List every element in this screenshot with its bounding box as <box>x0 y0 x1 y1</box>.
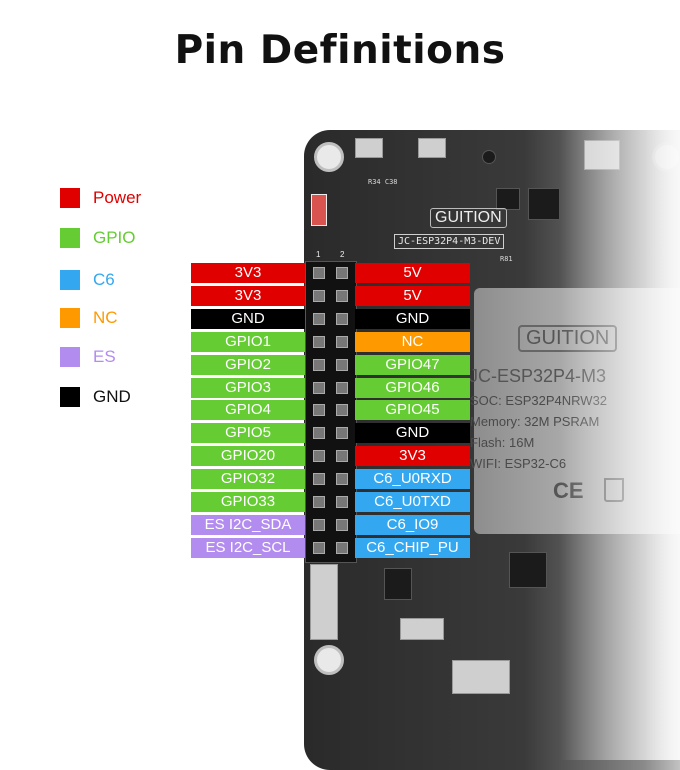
left-pin-label-8: GPIO5 <box>191 423 305 444</box>
right-pin-label-2: 5V <box>355 285 470 306</box>
header-pin <box>313 496 325 508</box>
legend-swatch <box>60 347 80 367</box>
header-pin <box>336 518 348 531</box>
left-pin-label-4: GPIO1 <box>191 331 305 352</box>
legend-label: NC <box>93 308 118 327</box>
right-pin-label-13: C6_CHIP_PU <box>355 537 470 558</box>
header-pin <box>313 541 325 554</box>
header-pin <box>336 335 348 348</box>
header-pin <box>336 450 348 463</box>
right-pin-label-11: C6_U0TXD <box>355 492 470 512</box>
left-pin-label-13: ES I2C_SCL <box>191 537 305 558</box>
header-pin <box>313 335 325 348</box>
pin-number-2: 2 <box>340 250 345 259</box>
legend-item-gpio: GPIO <box>60 228 220 248</box>
mounting-hole <box>314 645 344 675</box>
header-pin <box>336 404 348 417</box>
legend-swatch <box>60 228 80 248</box>
header-pin <box>313 518 325 531</box>
right-pin-label-7: GPIO45 <box>355 400 470 421</box>
silkscreen-text: R81 <box>500 255 513 263</box>
legend-item-nc: NC <box>60 308 220 328</box>
legend-item-power: Power <box>60 188 220 208</box>
legend-label: GND <box>93 387 131 406</box>
chip-component <box>496 188 520 210</box>
capacitor-c3 <box>311 194 327 226</box>
legend-label: GPIO <box>93 228 136 247</box>
header-pin <box>313 289 325 302</box>
right-pin-label-4: NC <box>355 331 470 352</box>
right-pin-label-3: GND <box>355 308 470 329</box>
right-pin-label-1: 5V <box>355 263 470 283</box>
left-pin-label-10: GPIO32 <box>191 469 305 490</box>
connector-component <box>310 564 338 640</box>
right-pin-label-9: 3V3 <box>355 446 470 467</box>
left-pin-label-2: 3V3 <box>191 285 305 306</box>
legend-swatch <box>60 308 80 328</box>
right-pin-label-12: C6_IO9 <box>355 514 470 535</box>
right-pin-label-6: GPIO46 <box>355 377 470 398</box>
module-flash: Flash: 16M <box>470 435 535 450</box>
mic-component <box>482 150 496 164</box>
legend-label: ES <box>93 347 116 366</box>
module-wifi: WIFI: ESP32-C6 <box>470 456 567 471</box>
connector-component <box>452 660 510 694</box>
left-pin-label-1: 3V3 <box>191 263 305 283</box>
right-pin-label-5: GPIO47 <box>355 354 470 375</box>
legend-item-c6: C6 <box>60 270 220 290</box>
left-pin-label-6: GPIO3 <box>191 377 305 398</box>
pin-number-1: 1 <box>316 250 321 259</box>
legend-label: Power <box>93 188 142 207</box>
header-pin <box>336 427 348 440</box>
chip-component <box>528 188 560 220</box>
header-pin <box>313 473 325 486</box>
header-pin <box>336 289 348 302</box>
right-pin-label-10: C6_U0RXD <box>355 469 470 490</box>
board-name-label: JC-ESP32P4-M3-DEV <box>394 234 505 249</box>
header-pin <box>336 496 348 508</box>
header-pin <box>313 450 325 463</box>
chip-component <box>384 568 412 600</box>
board-logo: GUITION <box>430 208 507 228</box>
board-fade <box>560 120 680 760</box>
header-pin <box>313 381 325 394</box>
header-pin <box>336 358 348 371</box>
chip-component <box>509 552 547 588</box>
button-component <box>418 138 446 158</box>
header-pin <box>336 312 348 325</box>
legend-swatch <box>60 387 80 407</box>
legend-swatch <box>60 270 80 290</box>
header-pin <box>313 358 325 371</box>
legend-swatch <box>60 188 80 208</box>
left-pin-label-5: GPIO2 <box>191 354 305 375</box>
header-pin <box>336 381 348 394</box>
header-pin <box>336 267 348 279</box>
button-component <box>355 138 383 158</box>
header-pin <box>336 473 348 486</box>
legend-item-gnd: GND <box>60 387 220 407</box>
header-pin <box>313 312 325 325</box>
left-pin-label-12: ES I2C_SDA <box>191 514 305 535</box>
connector-component <box>400 618 444 640</box>
header-pin <box>336 541 348 554</box>
legend-label: C6 <box>93 270 115 289</box>
silkscreen-text: R34 C38 <box>368 178 398 186</box>
header-pin <box>313 404 325 417</box>
page-title: Pin Definitions <box>174 28 506 73</box>
right-pin-label-8: GND <box>355 423 470 444</box>
legend-item-es: ES <box>60 347 220 367</box>
left-pin-label-9: GPIO20 <box>191 446 305 467</box>
mounting-hole <box>314 142 344 172</box>
header-pin <box>313 267 325 279</box>
header-pin <box>313 427 325 440</box>
left-pin-label-3: GND <box>191 308 305 329</box>
left-pin-label-7: GPIO4 <box>191 400 305 421</box>
left-pin-label-11: GPIO33 <box>191 492 305 512</box>
